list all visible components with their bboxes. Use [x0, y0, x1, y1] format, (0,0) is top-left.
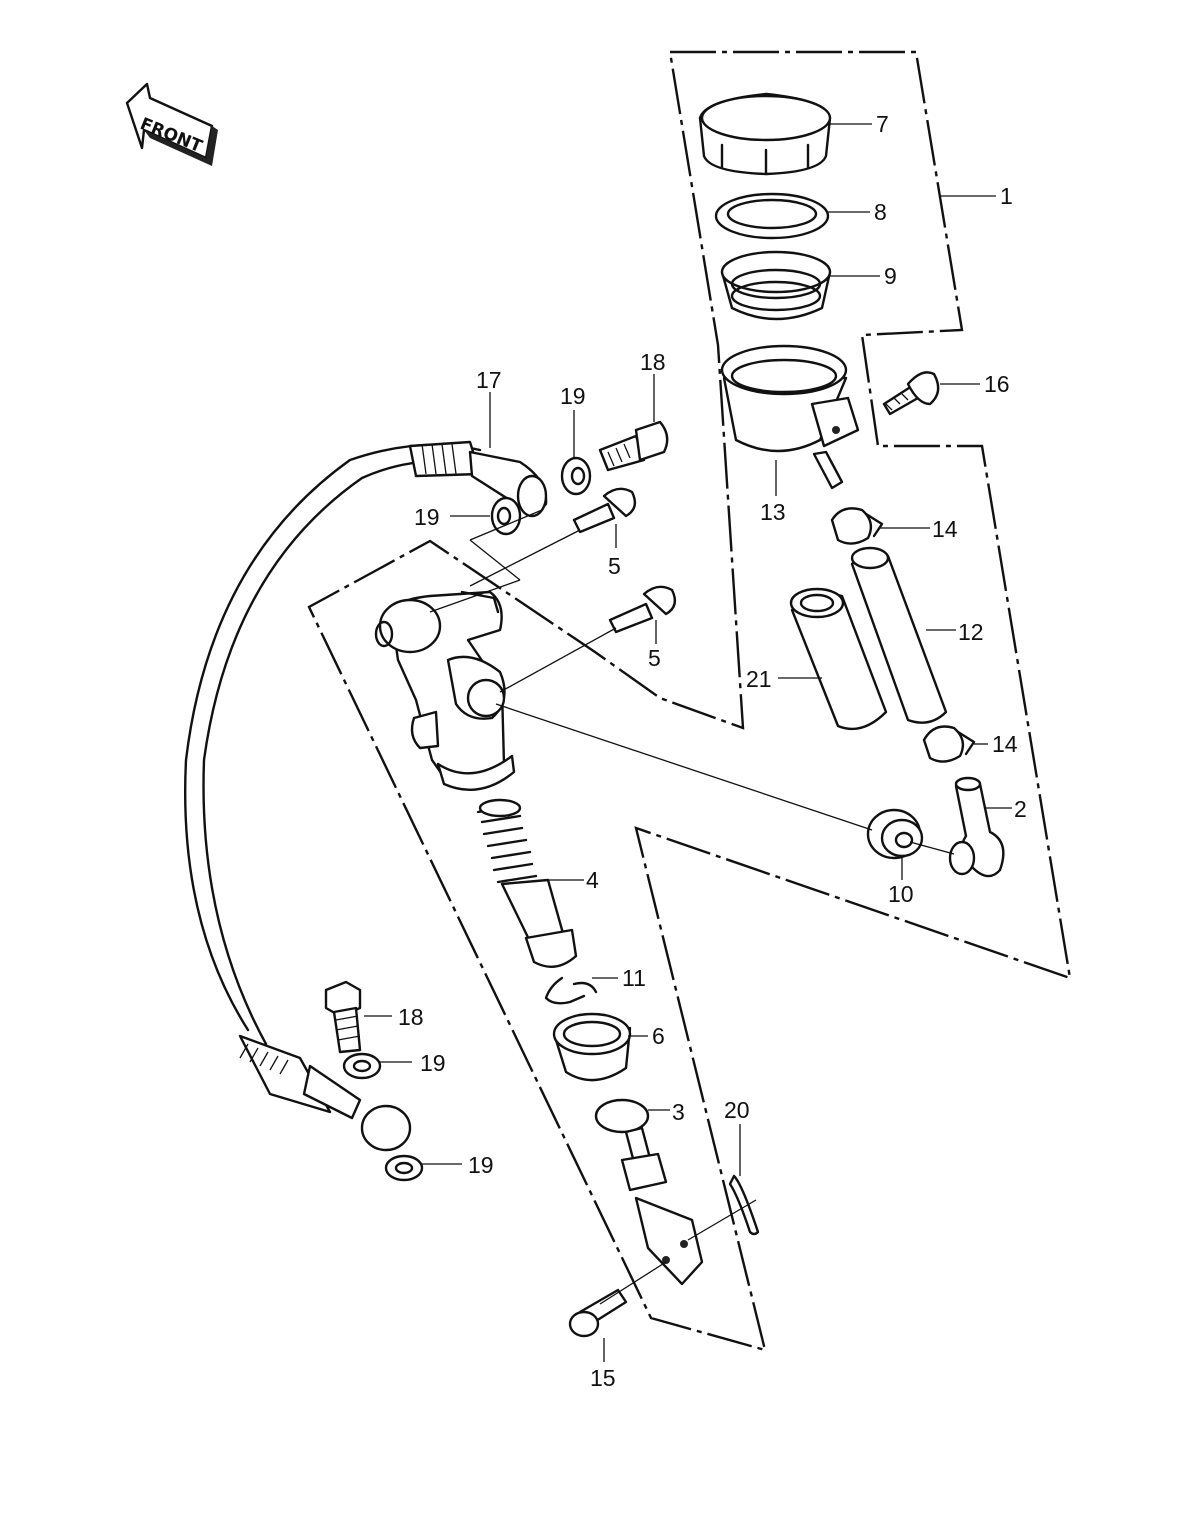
- front-arrow-icon: FRONT: [125, 82, 218, 166]
- diaphragm-plate: [714, 192, 830, 240]
- mounting-bolt-upper: [572, 487, 637, 534]
- assembly-guide-lines: [429, 509, 955, 1305]
- assembly-boundary-outline: [307, 50, 1072, 1352]
- callout-6: 6: [652, 1023, 665, 1049]
- sealing-washer-b: [490, 496, 522, 536]
- callout-19-a: 19: [560, 383, 586, 409]
- callout-21: 21: [746, 666, 772, 692]
- callout-10: 10: [888, 881, 914, 907]
- push-rod-assembly: [594, 1098, 704, 1286]
- leader-lines: [364, 123, 1012, 1362]
- callout-11: 11: [622, 965, 646, 991]
- callout-19-d: 19: [468, 1152, 494, 1178]
- hose-fitting-elbow: [948, 776, 1005, 878]
- reservoir-mounting-bolt: [882, 371, 940, 416]
- callout-19-b: 19: [414, 504, 440, 530]
- reservoir-body: [720, 344, 860, 490]
- callout-5-upper: 5: [608, 553, 621, 579]
- callout-1: 1: [1000, 183, 1013, 209]
- banjo-bolt-lower: [324, 980, 362, 1054]
- callout-9: 9: [884, 263, 897, 289]
- callout-17: 17: [476, 367, 502, 393]
- protector-hose: [789, 587, 888, 731]
- callout-18-upper: 18: [640, 349, 666, 375]
- reservoir-cap: [698, 92, 832, 176]
- piston-spring-assembly: [476, 798, 578, 968]
- callout-18-lower: 18: [398, 1004, 424, 1030]
- callout-16: 16: [984, 371, 1010, 397]
- sealing-washer-c: [342, 1052, 382, 1080]
- callout-5-lower: 5: [648, 645, 661, 671]
- grommet: [866, 808, 924, 860]
- callout-2: 2: [1014, 796, 1027, 822]
- callout-14-lower: 14: [992, 731, 1018, 757]
- callout-8: 8: [874, 199, 887, 225]
- circlip: [544, 976, 598, 1005]
- hose-clamp-lower: [922, 725, 976, 763]
- callout-15: 15: [590, 1365, 616, 1391]
- brake-hose: [183, 440, 548, 1152]
- banjo-bolt-upper: [598, 420, 669, 472]
- callout-7: 7: [876, 111, 889, 137]
- hose-clamp-upper: [830, 507, 884, 545]
- mounting-bolt-lower: [608, 585, 677, 634]
- dust-boot: [552, 1012, 632, 1082]
- callout-19-c: 19: [420, 1050, 446, 1076]
- master-cylinder-body: [374, 590, 516, 791]
- cotter-pin: [728, 1174, 760, 1236]
- callout-14-upper: 14: [932, 516, 958, 542]
- callout-labels: 1 2 3 4 5 5 6 7 8 9 10 11 12 13 14 14 15…: [398, 111, 1027, 1391]
- diaphragm: [720, 250, 832, 321]
- callout-3: 3: [672, 1099, 685, 1125]
- sealing-washer-d: [384, 1154, 424, 1182]
- reservoir-hose: [850, 546, 948, 724]
- callout-20: 20: [724, 1097, 750, 1123]
- sealing-washer-a: [560, 456, 592, 496]
- callout-12: 12: [958, 619, 984, 645]
- callout-13: 13: [760, 499, 786, 525]
- callout-4: 4: [586, 867, 599, 893]
- clevis-pin: [568, 1288, 628, 1338]
